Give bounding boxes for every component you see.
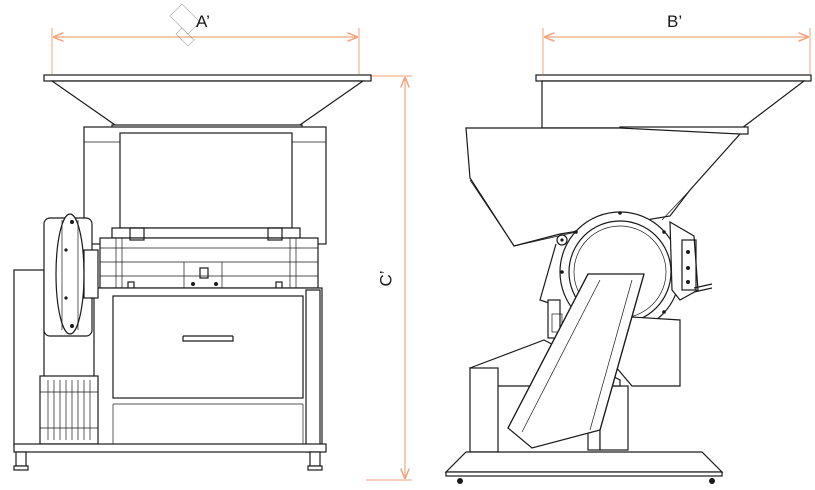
front-pulley [43,213,99,337]
side-hinge [539,234,568,339]
side-view [444,74,812,484]
dimension-c [366,75,412,481]
front-legs [13,269,321,453]
watermark-stamp [169,3,201,47]
dimension-label-a: A’ [196,12,210,31]
front-hopper [43,74,372,134]
front-upper-housing [83,126,327,245]
front-rotor-assembly [99,227,319,297]
side-hopper [535,74,812,135]
dimension-label-b: B’ [667,12,683,31]
dimension-label-c: C’ [376,270,396,287]
front-view [13,74,372,471]
front-lower-body [93,287,323,451]
side-base [444,451,724,484]
dimension-a [51,28,360,74]
front-motor [39,375,99,445]
side-discharge-chute [507,273,645,449]
dimension-b [542,28,811,74]
side-clamp [669,220,713,301]
front-base [13,443,327,471]
